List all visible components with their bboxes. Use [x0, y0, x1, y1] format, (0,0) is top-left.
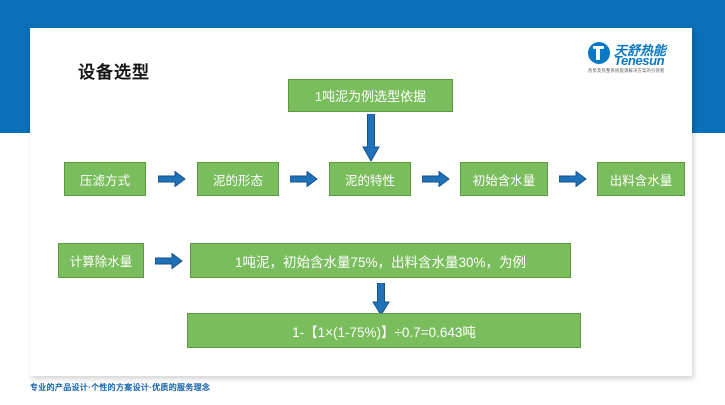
flow-step-3: 泥的特性 [329, 162, 411, 196]
right-arrow-icon-2 [290, 171, 318, 187]
calc-example-box: 1吨泥，初始含水量75%，出料含水量30%，为例 [190, 243, 571, 278]
right-blue-band [692, 0, 725, 133]
tenesun-circle-logo-icon [588, 42, 610, 64]
down-arrow-icon-1 [362, 114, 380, 162]
right-arrow-icon-5 [155, 253, 183, 269]
flow-step-2: 泥的形态 [197, 162, 279, 196]
company-logo: 天舒热能 Tenesun 热泵及热整系统能源解决方案的引领者 [588, 40, 693, 76]
flow-top-note-box: 1吨泥为例选型依据 [288, 79, 453, 112]
logo-tagline: 热泵及热整系统能源解决方案的引领者 [588, 68, 665, 74]
left-blue-band [0, 0, 30, 133]
flow-step-5: 出料含水量 [597, 162, 685, 196]
top-blue-band [0, 0, 725, 28]
right-arrow-icon-3 [422, 171, 450, 187]
right-arrow-icon-1 [158, 171, 186, 187]
flow-step-1: 压滤方式 [64, 162, 146, 196]
logo-name-cn: 天舒热能 [614, 43, 667, 58]
calc-result-box: 1-【1×(1-75%)】÷0.7=0.643吨 [187, 313, 581, 348]
page-title: 设备选型 [78, 63, 150, 82]
flow-step-4: 初始含水量 [460, 162, 548, 196]
slide-footer: 专业的产品设计·个性的方案设计·优质的服务理念 [30, 383, 211, 392]
down-arrow-icon-2 [372, 283, 390, 316]
calc-label-box: 计算除水量 [58, 243, 144, 278]
right-arrow-icon-4 [559, 171, 587, 187]
logo-name-en: Tenesun [614, 53, 665, 68]
